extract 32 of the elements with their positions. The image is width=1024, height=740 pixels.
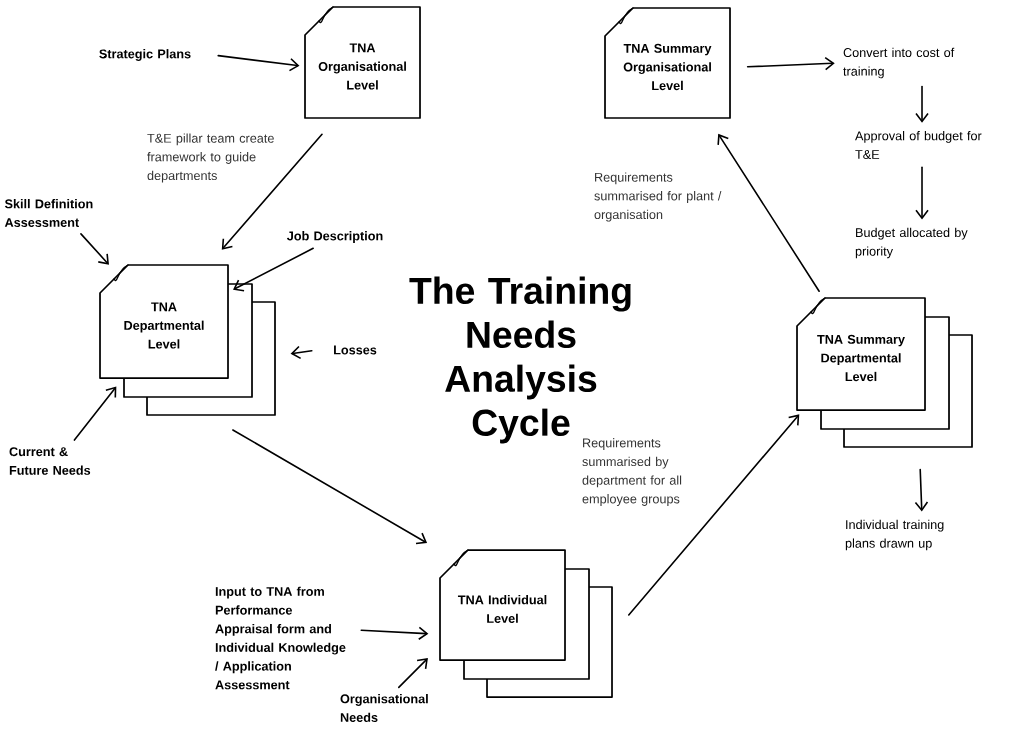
arrow: [360, 626, 429, 641]
arrow: [914, 468, 929, 512]
arrow: [80, 233, 109, 265]
edge-label: Requirements summarised for plant / organisation: [594, 172, 722, 222]
edge-label: T&E pillar team create framework to guide departments: [147, 133, 274, 183]
arrow: [397, 658, 428, 689]
document-stack: TNA Departmental Level: [99, 264, 276, 416]
arrow: [915, 85, 929, 123]
arrow: [627, 414, 800, 616]
arrow: [746, 56, 835, 71]
input-text: Job Description: [287, 231, 383, 243]
arrow: [915, 166, 929, 220]
input-text: Budget allocated by priority: [855, 227, 968, 259]
arrow: [717, 133, 820, 293]
arrow: [221, 133, 323, 250]
arrow: [233, 247, 314, 292]
input-text: Approval of budget for T&E: [855, 131, 982, 159]
arrow: [232, 429, 428, 545]
input-text: Convert into cost of training: [843, 47, 955, 79]
input-text: Individual training plans drawn up: [845, 519, 944, 551]
input-text: Losses: [334, 345, 377, 355]
input-text: Strategic Plans: [99, 49, 191, 61]
input-text: Skill Definition Assessment: [4, 199, 93, 227]
arrow: [217, 54, 300, 72]
document-stack: TNA Summary Departmental Level: [796, 297, 973, 448]
edge-label: Requirements summarised by department for all employee groups: [582, 438, 682, 506]
arrow: [73, 386, 117, 441]
input-text: Current & Future Needs: [9, 447, 91, 475]
input-text: Input to TNA from Performance Appraisal form and Individual Knowledge / Application Assessment: [215, 586, 346, 690]
document-stack: TNA Individual Level: [439, 549, 613, 698]
arrow: [290, 345, 313, 360]
input-text: Organisational Needs: [340, 694, 428, 722]
